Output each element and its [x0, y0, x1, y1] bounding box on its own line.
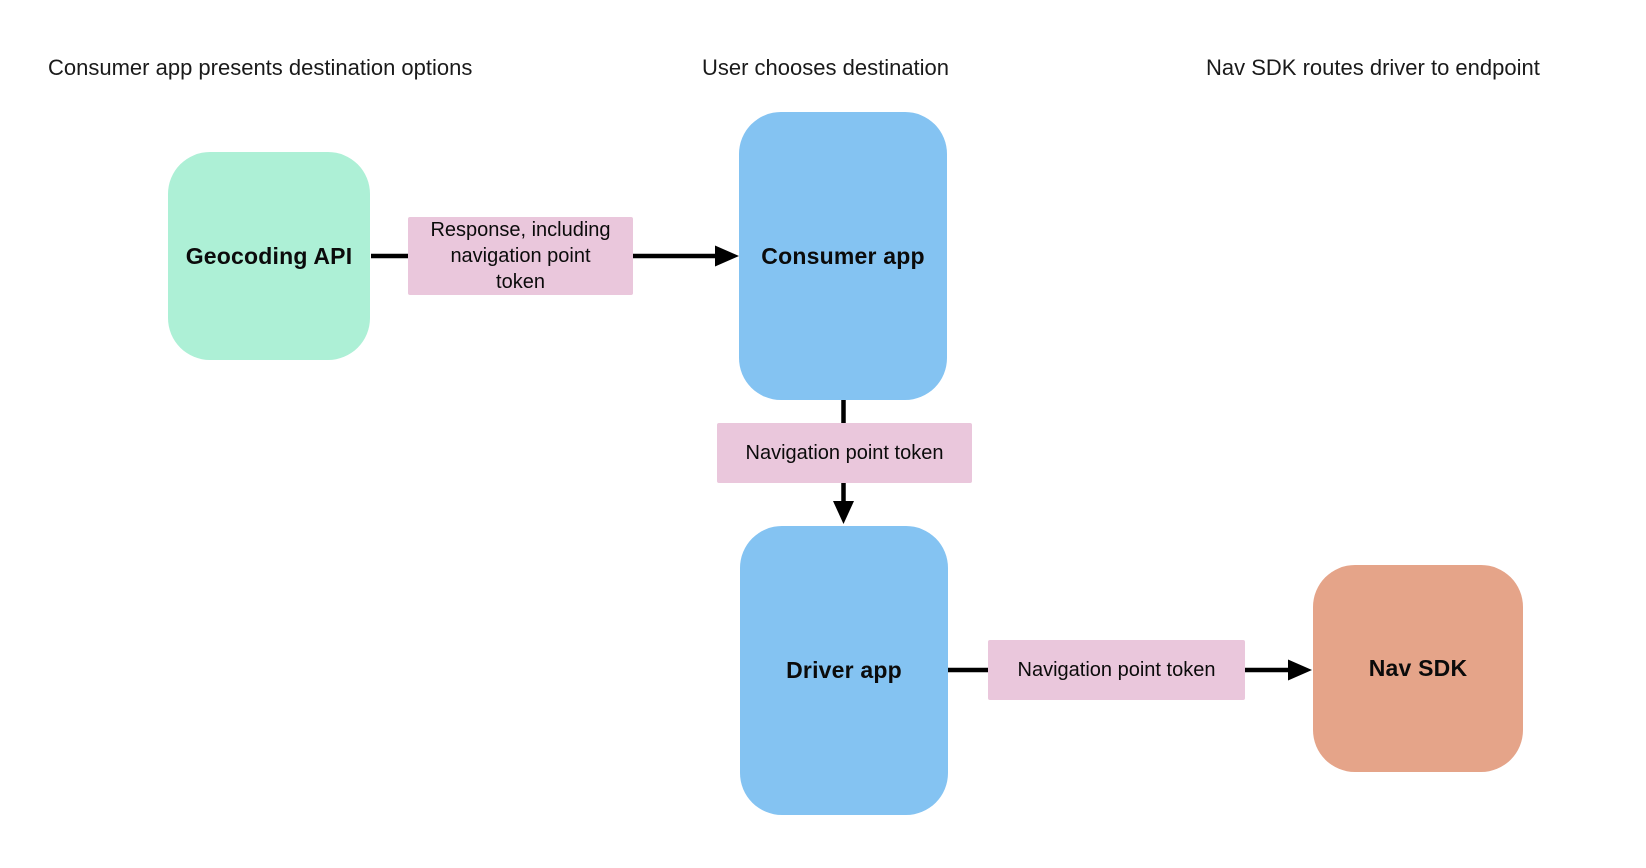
- edge-label-response-including-token: Response, including navigation point tok…: [408, 217, 633, 295]
- node-geocoding-api: Geocoding API: [168, 152, 370, 360]
- edge-label-navigation-point-token-driver: Navigation point token: [988, 640, 1245, 700]
- stage-header-user-chooses: User chooses destination: [702, 55, 950, 80]
- edge-label-response-text: Response, including navigation point tok…: [430, 219, 611, 293]
- arrowhead-into-driver-icon: [833, 501, 854, 524]
- node-consumer-app-label: Consumer app: [761, 242, 925, 269]
- arrowhead-into-consumer-icon: [715, 245, 739, 267]
- arrowhead-into-navsdk-icon: [1288, 659, 1312, 681]
- node-geocoding-api-label: Geocoding API: [185, 242, 353, 269]
- node-nav-sdk: Nav SDK: [1313, 565, 1523, 772]
- stage-header-consumer-presents: Consumer app presents destination option…: [48, 55, 473, 80]
- edge-label-token-driver-text: Navigation point token: [1017, 659, 1216, 681]
- edge-label-navigation-point-token-consumer: Navigation point token: [717, 423, 972, 483]
- stage-header-nav-sdk-routes: Nav SDK routes driver to endpoint: [1206, 55, 1540, 80]
- node-driver-app: Driver app: [740, 526, 948, 815]
- node-nav-sdk-label: Nav SDK: [1368, 655, 1468, 681]
- node-driver-app-label: Driver app: [786, 657, 902, 683]
- edge-label-token-consumer-text: Navigation point token: [745, 442, 944, 464]
- node-consumer-app: Consumer app: [739, 112, 947, 400]
